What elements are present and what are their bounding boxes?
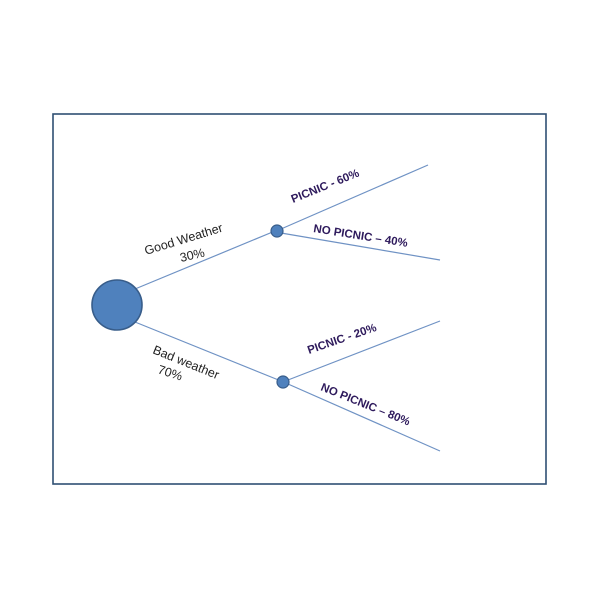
- branch-good-picnic: [280, 164, 429, 230]
- branch-bad-picnic: [287, 320, 441, 381]
- root-node: [91, 279, 143, 331]
- branch-bad-weather: [134, 321, 282, 382]
- bad-weather-node: [276, 375, 290, 389]
- good-weather-prob: 30%: [179, 246, 207, 265]
- good-weather-node: [270, 224, 284, 238]
- branch-bad-no-picnic: [287, 383, 441, 452]
- branch-good-no-picnic: [280, 232, 441, 261]
- branch-good-weather: [134, 230, 276, 290]
